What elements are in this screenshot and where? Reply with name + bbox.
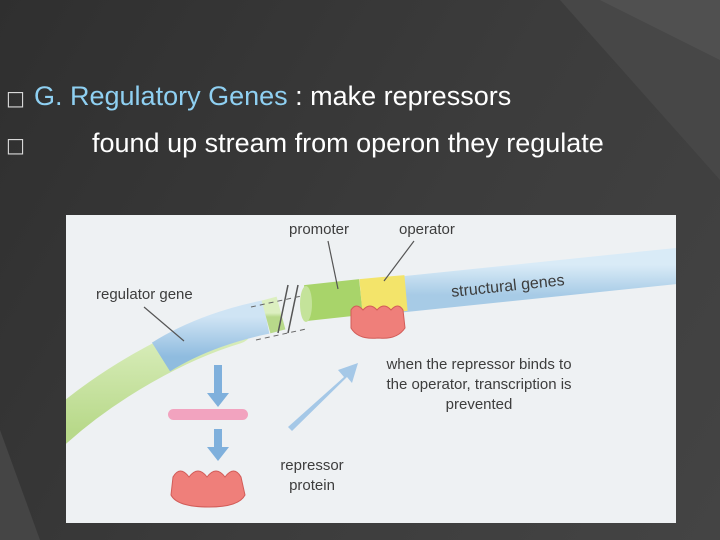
dna-strand-segment xyxy=(261,296,286,334)
dashed-connector xyxy=(250,294,307,308)
free-repressor-protein xyxy=(170,470,246,508)
bullet-line-regulatory-genes: □ G. Regulatory Genes : make repressors xyxy=(6,80,511,114)
promoter-label: promoter xyxy=(289,221,350,238)
break-mark xyxy=(277,284,289,334)
regulator-gene-label: regulator gene xyxy=(96,286,193,303)
regulator-pointer xyxy=(143,306,185,342)
up-arrow-icon xyxy=(288,363,358,431)
bound-repressor xyxy=(350,305,406,339)
repressor-protein-label: repressor protein xyxy=(280,457,344,494)
slide-text-block: □ G. Regulatory Genes : make repressors □… xyxy=(0,0,720,200)
operator-label: operator xyxy=(399,221,455,238)
structural-genes xyxy=(394,247,676,313)
promoter-pointer xyxy=(327,240,339,290)
down-arrow-icon xyxy=(207,365,229,407)
regulator-gene xyxy=(151,300,270,372)
operon-figure: promoter operator regulator gene structu… xyxy=(66,215,676,523)
repressor-note: when the repressor binds to the operator… xyxy=(386,356,572,413)
location-text: found up stream from operon they regulat… xyxy=(92,128,604,158)
heading-term: G. Regulatory Genes xyxy=(34,81,288,111)
promoter-region xyxy=(304,279,363,321)
break-mark xyxy=(287,284,299,334)
mrna-strand xyxy=(168,409,248,420)
heading-definition: : make repressors xyxy=(287,81,512,111)
operon-diagram xyxy=(66,240,676,508)
operator-region xyxy=(359,275,408,315)
down-arrow-icon xyxy=(207,429,229,461)
bullet-icon: □ xyxy=(6,86,25,110)
operator-pointer xyxy=(383,240,415,282)
bullet-icon: □ xyxy=(6,133,25,157)
bullet-line-location: □ found up stream from operon they regula… xyxy=(6,127,604,161)
